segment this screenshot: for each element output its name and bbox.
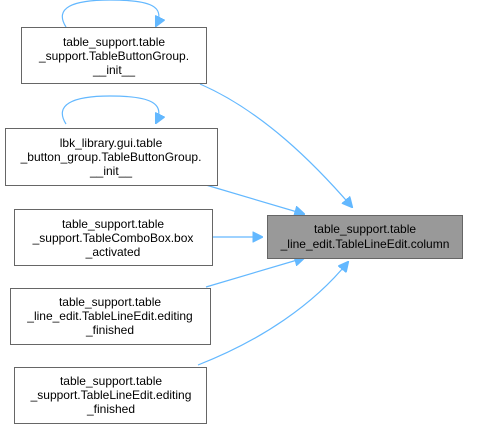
node-lbkbgi[interactable]: lbk_library.gui.table _button_group.Tabl… [5,128,218,186]
node-tsbgi[interactable]: table_support.table _support.TableButton… [21,27,207,84]
node-tscbba[interactable]: table_support.table _support.TableComboB… [14,209,213,266]
node-tsbgi-line-3: __init__ [92,63,135,77]
node-target-line-1: table_support.table [314,222,416,236]
edge-self-loop-lbkbgi [61,95,159,124]
edges [61,0,352,366]
node-tslef-line-2: _line_edit.TableLineEdit.editing [26,309,192,323]
edge-self-loop-tsbgi [61,0,159,27]
node-tslef-line-1: table_support.table [59,295,161,309]
node-tscbba-line-2: _support.TableComboBox.box [32,231,194,245]
node-tscbba-line-3: _activated [85,245,141,259]
node-tsslef-line-3: _finished [86,402,135,416]
node-lbkbgi-line-3: __init__ [89,164,132,178]
edge-tsbgi-to-target [199,83,352,207]
node-tslef[interactable]: table_support.table _line_edit.TableLine… [10,288,211,345]
node-target-line-2: _line_edit.TableLineEdit.column [280,237,450,251]
node-tsbgi-line-1: table_support.table [63,35,165,49]
node-tslef-line-3: _finished [85,323,134,337]
node-tscbba-line-1: table_support.table [62,217,164,231]
node-lbkbgi-line-2: _button_group.TableButtonGroup. [20,150,202,164]
edge-tsslef-to-target [197,262,348,366]
node-tsslef-line-1: table_support.table [60,374,162,388]
node-target[interactable]: table_support.table _line_edit.TableLine… [267,215,463,259]
node-tsbgi-line-2: _support.TableButtonGroup. [38,49,189,63]
edge-lbkbgi-to-target [205,184,304,214]
node-tsslef-line-2: _support.TableLineEdit.editing [30,388,192,402]
node-lbkbgi-line-1: lbk_library.gui.table [60,136,163,150]
node-tsslef[interactable]: table_support.table _support.TableLineEd… [14,367,207,424]
edge-tslef-to-target [205,258,304,288]
